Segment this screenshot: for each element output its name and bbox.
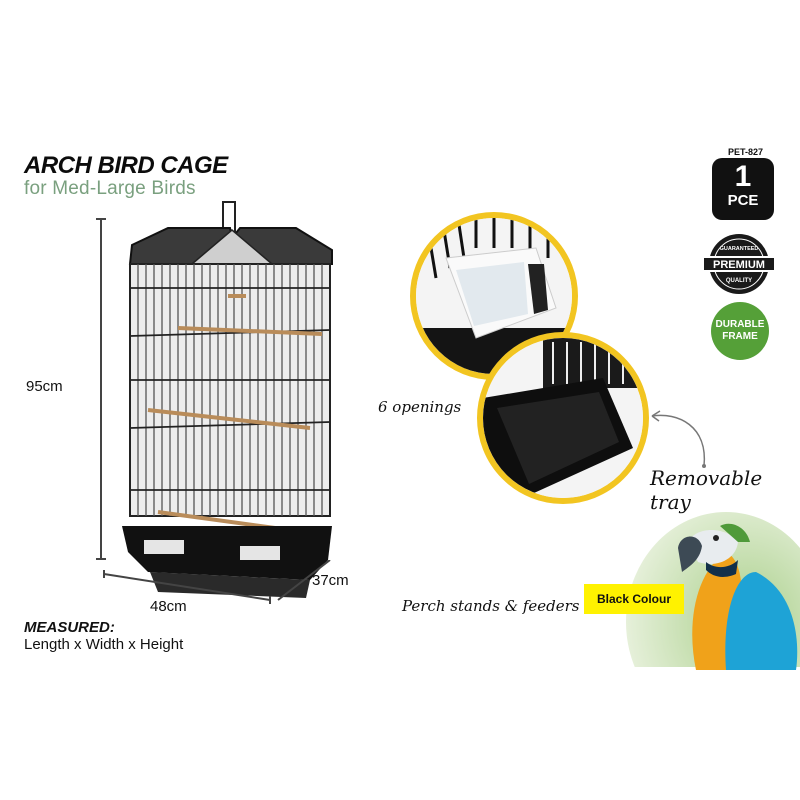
durable-line1: DURABLE [715,319,765,330]
length-width-dimension-lines [103,560,331,604]
colour-tag: Black Colour [584,584,684,614]
macaw-parrot-image [626,512,800,670]
height-label: 95cm [26,378,63,395]
svg-text:GUARANTEED: GUARANTEED [720,246,759,252]
openings-caption: 6 openings [378,398,462,416]
bird-cage-image [122,201,333,598]
quantity-unit: PCE [727,192,759,209]
width-label: 37cm [312,572,349,589]
product-subtitle: for Med-Large Birds [24,178,196,199]
removable-tray-caption: Removable tray [650,466,763,514]
perch-caption: Perch stands & feeders [402,597,580,615]
premium-quality-seal-icon: PREMIUM GUARANTEED QUALITY [702,234,776,294]
product-title: ARCH BIRD CAGE [24,152,228,179]
measured-order: Length x Width x Height [24,636,184,653]
quantity-number: 1 [734,160,752,193]
sku-code: PET-827 [728,147,764,157]
quantity-badge: 1 PCE [712,158,774,220]
height-dimension-line [96,218,106,560]
svg-text:QUALITY: QUALITY [726,278,752,284]
curved-arrow-icon [651,410,706,468]
svg-text:PREMIUM: PREMIUM [713,259,765,271]
durable-line2: FRAME [722,331,758,342]
length-label: 48cm [150,598,187,615]
removable-tray-closeup-image [477,332,649,504]
durable-frame-badge: DURABLE FRAME [711,302,769,360]
measured-heading: MEASURED: [24,619,115,636]
